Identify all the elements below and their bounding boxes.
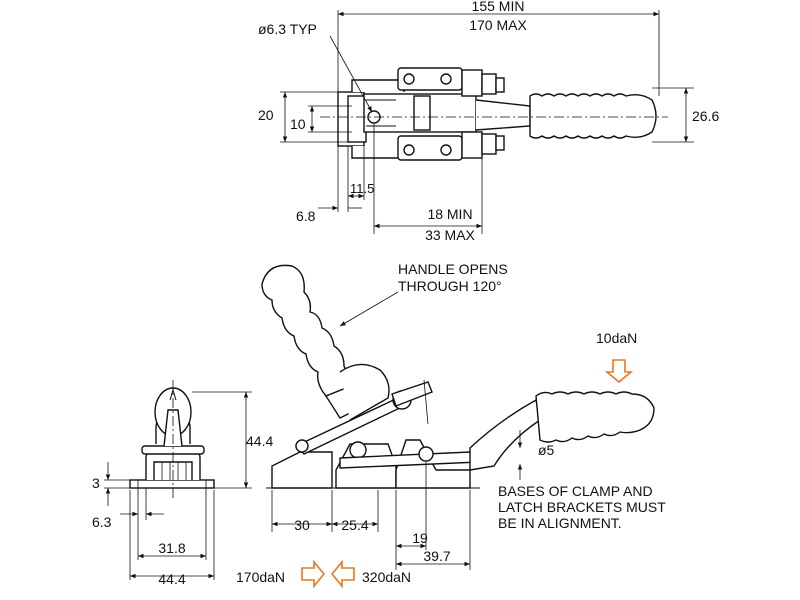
dim-offset-a: 11.5 <box>350 181 374 196</box>
dim-latch-lengths: 19 39.7 <box>395 462 471 570</box>
handle-force: 10daN <box>596 330 637 384</box>
handle-opens-note: HANDLE OPENS THROUGH 120° <box>339 261 508 327</box>
dim-side-height: 44.4 <box>246 433 273 449</box>
top-view-body <box>337 67 531 161</box>
end-view: 44.4 3 6.3 31.8 44.4 <box>92 380 273 587</box>
dim-stroke-max: 33 MAX <box>425 227 475 243</box>
handle-note-line2: THROUGH 120° <box>398 278 502 294</box>
clamp-forces: 170daN 320daN <box>236 559 411 589</box>
dim-base-thk: 3 <box>92 475 100 491</box>
hole-diameter-label: ø6.3 TYP <box>258 21 317 37</box>
alignment-note-line2: LATCH BRACKETS MUST <box>498 499 666 515</box>
dim-height-inner: 10 <box>290 116 306 132</box>
dim-overall-max: 170 MAX <box>469 17 527 33</box>
dim-latch-a: 19 <box>412 530 428 546</box>
dim-base-lengths: 30 25.4 <box>271 490 379 533</box>
force-left-arrow-icon <box>330 559 355 589</box>
force-right-arrow-icon <box>301 559 326 589</box>
dim-hole-span: 31.8 <box>158 540 185 556</box>
dim-height-outer: 20 <box>258 107 274 123</box>
clamp-base-left <box>271 451 333 489</box>
dim-end-height: 44.4 <box>192 391 273 489</box>
dim-handle-width-label: 26.6 <box>692 108 719 124</box>
dim-stroke-min: 18 MIN <box>427 206 472 222</box>
dim-hole-offset: 6.3 <box>92 514 112 530</box>
end-view-base-plate <box>129 479 215 489</box>
dim-end-widths: 6.3 31.8 44.4 <box>92 480 215 587</box>
dim-latch-b: 39.7 <box>423 548 450 564</box>
dim-height: 20 10 <box>258 91 352 143</box>
dim-offset-b: 6.8 <box>296 208 316 224</box>
alignment-note-line3: BE IN ALIGNMENT. <box>498 515 622 531</box>
handle-force-label: 10daN <box>596 330 637 346</box>
side-view: HANDLE OPENS THROUGH 120° 10daN ø5 30 25… <box>261 261 666 570</box>
dim-handle-width: 26.6 <box>652 87 719 143</box>
dim-overall-min: 155 MIN <box>472 0 525 14</box>
dim-stroke: 18 MIN 33 MAX <box>373 124 483 243</box>
handle-note-line1: HANDLE OPENS <box>398 261 508 277</box>
dim-pin-diameter-label: ø5 <box>538 442 555 458</box>
dim-offsets: 11.5 6.8 <box>296 146 374 224</box>
top-handle-grip <box>529 93 657 139</box>
dim-hole-diameter: ø6.3 TYP <box>258 21 373 113</box>
top-view: 155 MIN 170 MAX ø6.3 TYP 20 10 11.5 6.8 <box>258 0 719 243</box>
dim-base-width: 44.4 <box>158 571 185 587</box>
closed-handle-grip <box>535 391 655 443</box>
dim-overall-length: 155 MIN 170 MAX <box>337 0 660 96</box>
alignment-note: BASES OF CLAMP AND LATCH BRACKETS MUST B… <box>498 483 666 531</box>
dim-base-b: 25.4 <box>341 517 368 533</box>
force-down-arrow-icon <box>604 359 634 384</box>
dim-base-a: 30 <box>294 517 310 533</box>
open-handle-grip <box>261 264 349 397</box>
dim-base-thickness: 3 <box>92 462 130 506</box>
force-right-label: 320daN <box>362 569 411 585</box>
force-left-label: 170daN <box>236 569 285 585</box>
alignment-note-line1: BASES OF CLAMP AND <box>498 483 653 499</box>
dim-pin-diameter: ø5 <box>517 430 555 480</box>
